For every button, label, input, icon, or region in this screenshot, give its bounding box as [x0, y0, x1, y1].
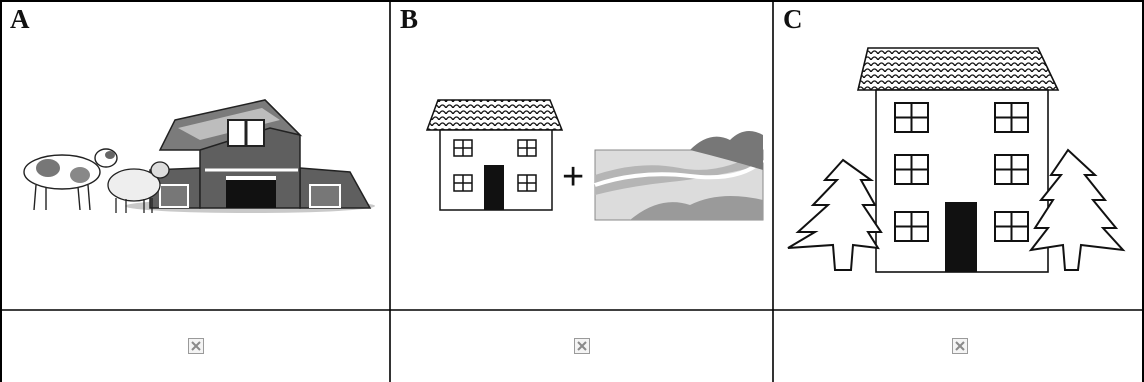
house-plus-river-image: [425, 99, 765, 221]
panel-a: A: [0, 0, 390, 310]
broken-image-icon: [191, 341, 201, 351]
barn-with-animals-image: [23, 99, 375, 213]
panel-b: B +: [390, 0, 773, 310]
panel-label-b: B: [400, 4, 419, 34]
broken-image-icon: [955, 341, 965, 351]
answer-checkbox-b[interactable]: [574, 338, 590, 354]
plus-sign: +: [562, 156, 585, 198]
broken-image-icon: [577, 341, 587, 351]
answer-checkbox-a[interactable]: [188, 338, 204, 354]
house-with-trees-image: [787, 47, 1126, 273]
panel-label-a: A: [10, 4, 30, 34]
panel-c: C: [773, 0, 1143, 310]
answer-checkbox-c[interactable]: [952, 338, 968, 354]
panel-label-c: C: [783, 4, 803, 34]
